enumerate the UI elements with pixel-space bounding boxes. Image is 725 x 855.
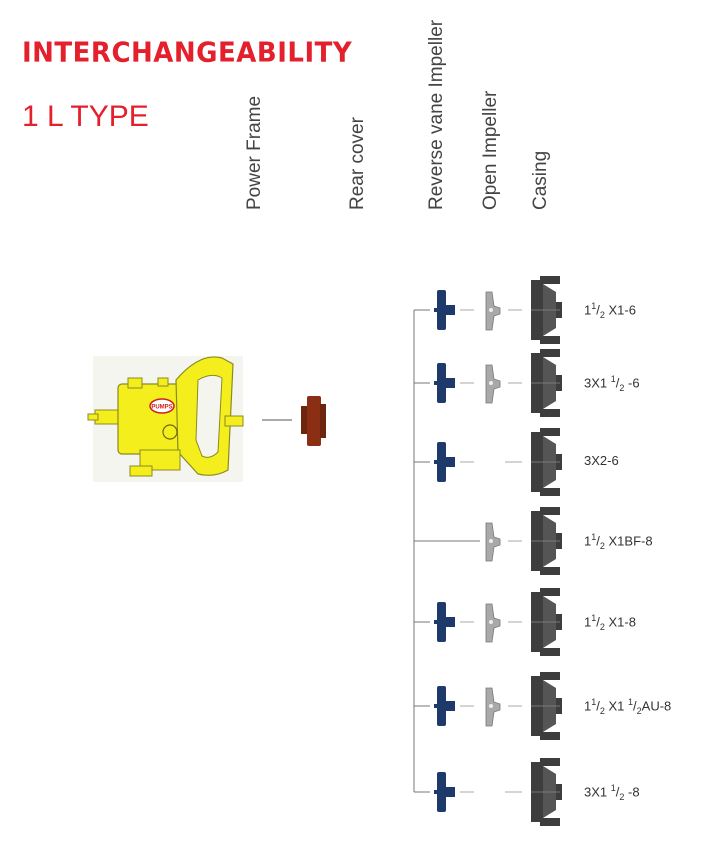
label-part-num: 1: [591, 613, 597, 623]
casing: [531, 507, 562, 575]
reverse-vane-impeller: [434, 602, 455, 642]
page-subtitle: 1 L TYPE: [22, 100, 149, 133]
casing: [531, 349, 562, 417]
open-impeller: [485, 687, 501, 727]
open-impeller: [485, 291, 501, 331]
component-row-1: [414, 276, 562, 344]
label-part-whole: 1: [584, 614, 592, 630]
component-row-7: [414, 758, 562, 826]
casing-size-label: 11/2 X1-8: [584, 613, 636, 632]
casing-size-label: 11/2 X1-6: [584, 301, 636, 320]
component-row-3: [414, 428, 562, 496]
component-row-4: [414, 507, 562, 575]
open-impeller: [485, 364, 501, 404]
casing-size-label: 3X2-6: [584, 453, 619, 468]
label-part-rest: -8: [624, 784, 640, 800]
pump-logo-text: PUMPS: [151, 405, 172, 411]
component-row-5: [414, 588, 562, 656]
label-part-num: 1: [610, 374, 616, 384]
label-part-whole: 3X2-6: [584, 453, 619, 468]
reverse-vane-impeller: [434, 772, 455, 812]
label-part-rest: -6: [624, 375, 640, 391]
label-part-num: 1: [591, 697, 597, 707]
label-part-whole: 3X1: [584, 784, 611, 800]
casing: [531, 428, 562, 496]
casing: [531, 758, 562, 826]
casing-size-label: 3X1 1/2 -8: [584, 783, 640, 802]
open-impeller: [485, 603, 501, 643]
casing-size-label: 11/2 X1BF-8: [584, 532, 653, 551]
label-part-whole: 1: [584, 302, 592, 318]
label-part-rest: X1: [604, 698, 629, 714]
component-row-2: [414, 349, 562, 417]
label-part-whole: 1: [584, 533, 592, 549]
casing: [531, 276, 562, 344]
label-part-rest: X1BF-8: [604, 533, 653, 549]
casing-size-label: 3X1 1/2 -6: [584, 374, 640, 393]
label-part-num: 1: [610, 783, 616, 793]
open-impeller: [485, 522, 501, 562]
label-part-num: 1: [591, 532, 597, 542]
page-title: INTERCHANGEABILITY: [22, 37, 353, 69]
reverse-vane-impeller: [434, 442, 455, 482]
power-frame-image: PUMPS: [87, 356, 244, 482]
label-part-whole: 1: [584, 698, 592, 714]
pump-logo-badge: [149, 398, 175, 414]
label-part-whole: 3X1: [584, 375, 611, 391]
label-part-den: 2: [599, 621, 605, 632]
label-part-rest: X1-6: [604, 302, 636, 318]
label-part-den2: 2: [636, 705, 642, 716]
component-row-6: [414, 672, 562, 740]
casing: [531, 588, 562, 656]
reverse-vane-impeller: [434, 290, 455, 330]
label-part-rest: X1-8: [604, 614, 636, 630]
label-part-den: 2: [599, 705, 605, 716]
label-part-num: 1: [591, 301, 597, 311]
casing: [531, 672, 562, 740]
label-part-num2: 1: [628, 697, 634, 707]
casing-size-label: 11/2 X1 1/2AU-8: [584, 697, 672, 716]
reverse-vane-impeller: [434, 363, 455, 403]
label-part-den: 2: [599, 309, 605, 320]
rear-cover-image: [301, 396, 326, 446]
label-part-den: 2: [599, 540, 605, 551]
reverse-vane-impeller: [434, 686, 455, 726]
label-part-den: 2: [619, 791, 625, 802]
label-part-rest2: AU-8: [641, 698, 672, 714]
label-part-den: 2: [619, 382, 625, 393]
